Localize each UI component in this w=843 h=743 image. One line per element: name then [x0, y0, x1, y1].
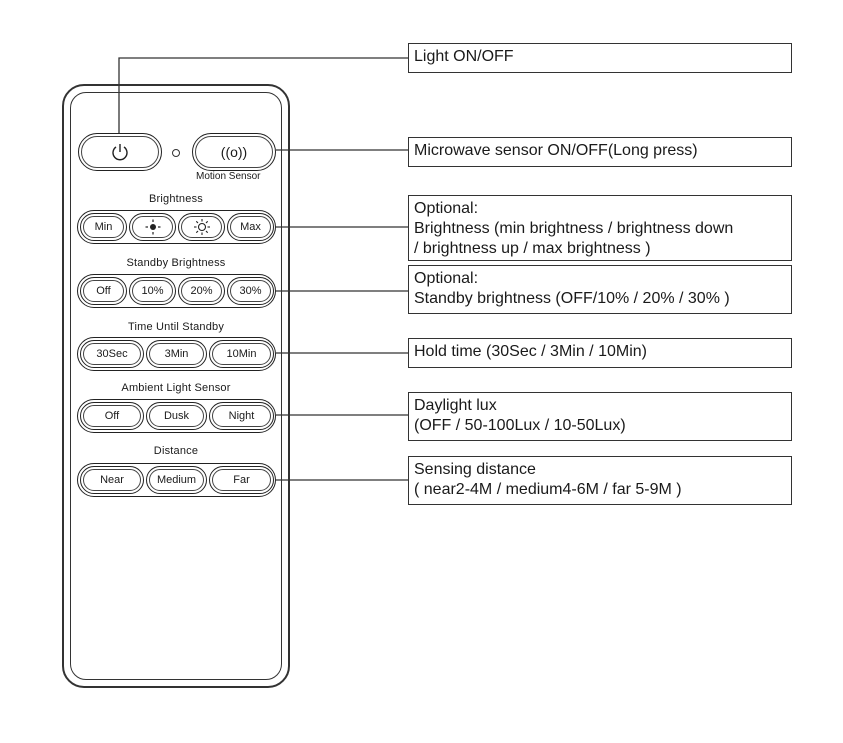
distance-group	[77, 463, 276, 497]
time-3min-button[interactable]: 3Min	[146, 340, 207, 368]
standby-30-button[interactable]: 30%	[227, 277, 274, 305]
time-30sec-label: 30Sec	[96, 348, 128, 360]
callout-microwave-text: Microwave sensor ON/OFF(Long press)	[414, 142, 698, 159]
callout-daylight: Daylight lux (OFF / 50-100Lux / 10-50Lux…	[408, 392, 792, 441]
brightness-max-button[interactable]: Max	[227, 213, 274, 241]
callout-brightness-line2: Brightness (min brightness / brightness …	[414, 220, 734, 237]
time-30sec-button[interactable]: 30Sec	[80, 340, 144, 368]
time-10min-label: 10Min	[226, 348, 257, 360]
time-until-standby-group	[77, 337, 276, 371]
callout-microwave: Microwave sensor ON/OFF(Long press)	[408, 137, 792, 167]
brightness-min-label: Min	[94, 221, 113, 233]
callout-hold-text: Hold time (30Sec / 3Min / 10Min)	[414, 343, 647, 360]
power-button[interactable]	[78, 133, 162, 171]
callout-brightness: Optional: Brightness (min brightness / b…	[408, 195, 792, 261]
remote-body-inner	[70, 92, 282, 680]
brightness-title: Brightness	[149, 193, 203, 205]
standby-off-button[interactable]: Off	[80, 277, 127, 305]
ambient-night-button[interactable]: Night	[209, 402, 274, 430]
standby-brightness-group	[77, 274, 276, 308]
standby-30-label: 30%	[239, 285, 262, 297]
ambient-light-sensor-title: Ambient Light Sensor	[121, 382, 231, 394]
indicator-light	[172, 149, 180, 157]
brightness-max-label: Max	[240, 221, 261, 233]
distance-near-button[interactable]: Near	[80, 466, 144, 494]
distance-medium-label: Medium	[156, 474, 197, 486]
brightness-min-button[interactable]: Min	[80, 213, 127, 241]
brightness-group	[77, 210, 276, 244]
distance-far-label: Far	[233, 474, 250, 486]
callout-brightness-line3: / brightness up / max brightness )	[414, 240, 651, 257]
brightness-up-button[interactable]	[178, 213, 225, 241]
distance-title: Distance	[153, 445, 199, 457]
callout-daylight-line2: (OFF / 50-100Lux / 10-50Lux)	[414, 417, 626, 434]
ambient-dusk-button[interactable]: Dusk	[146, 402, 207, 430]
callout-light: Light ON/OFF	[408, 43, 792, 73]
standby-off-label: Off	[96, 285, 111, 297]
standby-20-button[interactable]: 20%	[178, 277, 225, 305]
callout-standby-line1: Optional:	[414, 270, 479, 287]
motion-sensor-caption: Motion Sensor	[196, 171, 261, 182]
time-3min-label: 3Min	[164, 348, 189, 360]
brightness-down-button[interactable]	[129, 213, 176, 241]
callout-daylight-line1: Daylight lux	[414, 397, 497, 414]
ambient-off-button[interactable]: Off	[80, 402, 144, 430]
callout-distance: Sensing distance ( near2-4M / medium4-6M…	[408, 456, 792, 505]
time-10min-button[interactable]: 10Min	[209, 340, 274, 368]
power-icon	[112, 144, 128, 161]
callout-distance-line2: ( near2-4M / medium4-6M / far 5-9M )	[414, 481, 682, 498]
callout-light-text: Light ON/OFF	[414, 48, 514, 65]
callout-hold: Hold time (30Sec / 3Min / 10Min)	[408, 338, 792, 368]
motion-sensor-button[interactable]: ((o))	[192, 133, 276, 171]
sun-outline-icon	[193, 219, 210, 235]
callout-brightness-line1: Optional:	[414, 200, 479, 217]
distance-far-button[interactable]: Far	[209, 466, 274, 494]
standby-brightness-title: Standby Brightness	[126, 257, 226, 269]
time-until-standby-title: Time Until Standby	[127, 321, 225, 333]
ambient-off-label: Off	[104, 410, 120, 422]
ambient-dusk-label: Dusk	[163, 410, 190, 422]
standby-10-button[interactable]: 10%	[129, 277, 176, 305]
callout-standby-line2: Standby brightness (OFF/10% / 20% / 30% …	[414, 290, 730, 307]
ambient-light-sensor-group	[77, 399, 276, 433]
ambient-night-label: Night	[228, 410, 255, 422]
standby-20-label: 20%	[190, 285, 213, 297]
remote-body-outer	[62, 84, 290, 688]
standby-10-label: 10%	[141, 285, 164, 297]
sun-filled-icon	[145, 219, 160, 235]
motion-sensor-button-label: ((o))	[220, 144, 248, 160]
light-connector	[118, 57, 408, 138]
callout-standby: Optional: Standby brightness (OFF/10% / …	[408, 265, 792, 314]
callout-distance-line1: Sensing distance	[414, 461, 536, 478]
distance-near-label: Near	[100, 474, 124, 486]
distance-medium-button[interactable]: Medium	[146, 466, 207, 494]
